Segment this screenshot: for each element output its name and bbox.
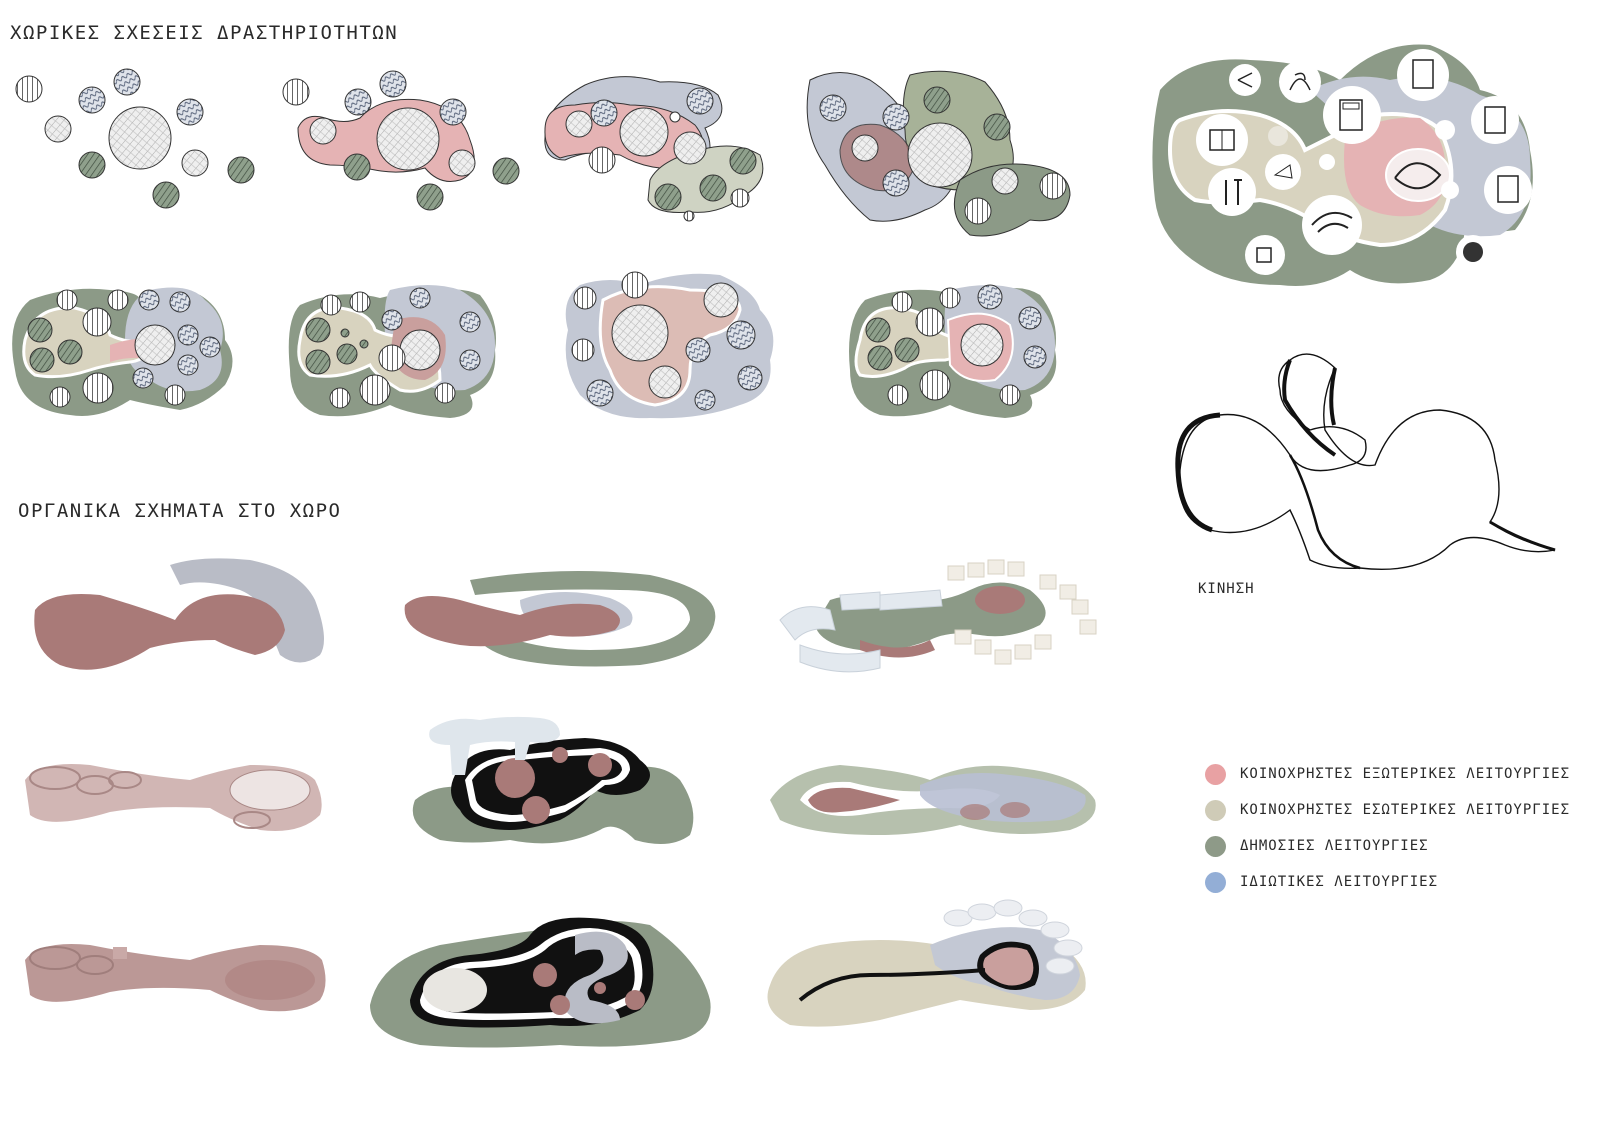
- legend-label: ΚΟΙΝΟΧΡΗΣΤΕΣ ΕΣΩΤΕΡΙΚΕΣ ΛΕΙΤΟΥΡΓΙΕΣ: [1240, 802, 1571, 818]
- organic-shape-5: [412, 716, 694, 844]
- legend-swatch: [1205, 799, 1226, 821]
- composite-diagram-2: [288, 285, 496, 418]
- composite-diagram-4: [849, 284, 1057, 418]
- legend-label: ΙΔΙΩΤΙΚΕΣ ΛΕΙΤΟΥΡΓΙΕΣ: [1240, 874, 1439, 890]
- organic-shape-3: [779, 559, 1097, 673]
- legend: ΚΟΙΝΟΧΡΗΣΤΕΣ ΕΞΩΤΕΡΙΚΕΣ ΛΕΙΤΟΥΡΓΙΕΣ ΚΟΙΝ…: [1205, 756, 1570, 900]
- bubble-diagram-3: [544, 76, 764, 222]
- eye-icon: [1229, 64, 1261, 96]
- organic-shape-8: [370, 917, 711, 1048]
- legend-item: ΚΟΙΝΟΧΡΗΣΤΕΣ ΕΞΩΤΕΡΙΚΕΣ ΛΕΙΤΟΥΡΓΙΕΣ: [1205, 756, 1570, 792]
- composite-diagram-1: [12, 287, 233, 416]
- legend-label: ΚΟΙΝΟΧΡΗΣΤΕΣ ΕΞΩΤΕΡΙΚΕΣ ΛΕΙΤΟΥΡΓΙΕΣ: [1240, 766, 1571, 782]
- organic-shape-9: [767, 899, 1086, 1027]
- organic-shape-6: [770, 765, 1096, 835]
- organic-shape-4: [25, 764, 322, 831]
- legend-swatch: [1205, 763, 1226, 785]
- legend-swatch: [1205, 871, 1226, 893]
- movement-caption: ΚΙΝΗΣΗ: [1198, 581, 1255, 597]
- legend-item: ΚΟΙΝΟΧΡΗΣΤΕΣ ΕΣΩΤΕΡΙΚΕΣ ΛΕΙΤΟΥΡΓΙΕΣ: [1205, 792, 1570, 828]
- organic-shape-2: [404, 571, 716, 667]
- title-organic-shapes: ΟΡΓΑΝΙΚΑ ΣΧΗΜΑΤΑ ΣΤΟ ΧΩΡΟ: [18, 500, 342, 522]
- bubble-diagram-4: [806, 70, 1071, 237]
- bath-icon: [1279, 61, 1321, 103]
- bed-icon: [1323, 86, 1381, 144]
- bed-icon: [1397, 49, 1449, 101]
- legend-item: ΙΔΙΩΤΙΚΕΣ ΛΕΙΤΟΥΡΓΙΕΣ: [1205, 864, 1570, 900]
- coffee-icon: [1245, 235, 1285, 275]
- bed-icon: [1471, 96, 1519, 144]
- bubble-diagram-1: [15, 68, 255, 209]
- legend-swatch: [1205, 835, 1226, 857]
- composite-diagram-3: [565, 271, 774, 419]
- organic-shape-1: [34, 558, 324, 670]
- cutlery-icon: [1208, 168, 1256, 216]
- organic-shape-7: [25, 944, 326, 1012]
- legend-item: ΔΗΜΟΣΙΕΣ ΛΕΙΤΟΥΡΓΙΕΣ: [1205, 828, 1570, 864]
- movement-diagram: [1175, 353, 1556, 571]
- legend-label: ΔΗΜΟΣΙΕΣ ΛΕΙΤΟΥΡΓΙΕΣ: [1240, 838, 1429, 854]
- title-spatial-relations: ΧΩΡΙΚΕΣ ΣΧΕΣΕΙΣ ΔΡΑΣΤΗΡΙΟΤΗΤΩΝ: [10, 22, 399, 44]
- detailed-function-plan: [1152, 44, 1533, 286]
- bubble-diagram-2: [282, 70, 520, 211]
- bed-icon: [1484, 166, 1532, 214]
